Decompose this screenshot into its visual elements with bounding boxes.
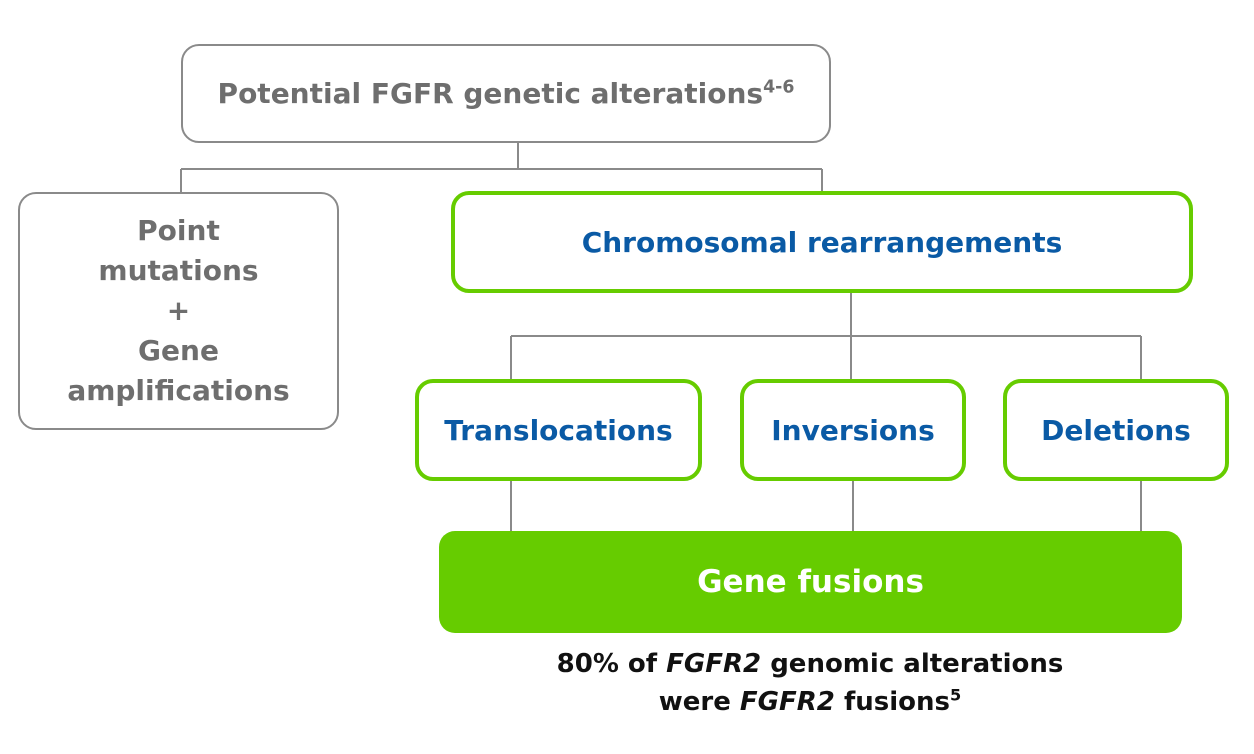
point-mutations-line-3: + [166, 294, 191, 327]
fusion-caption-line-1: 80% of FGFR2 genomic alterations [440, 645, 1180, 683]
inversions-node: Inversions [740, 379, 966, 481]
chromosomal-rearrangements-node: Chromosomal rearrangements [451, 191, 1193, 293]
caption-line-1-prefix: 80% of [556, 649, 667, 679]
translocations-label: Translocations [444, 413, 673, 447]
inversions-label: Inversions [771, 413, 935, 447]
root-node-label: Potential FGFR genetic alterations4-6 [218, 77, 795, 110]
root-node: Potential FGFR genetic alterations4-6 [181, 44, 831, 143]
point-mutations-node: Point mutations + Gene amplifications [18, 192, 339, 430]
caption-reference: 5 [950, 685, 962, 705]
point-mutations-line-4: Gene [138, 334, 219, 367]
caption-line-1-gene: FGFR2 [666, 649, 762, 679]
caption-line-2-gene: FGFR2 [739, 687, 835, 717]
gene-fusions-label: Gene fusions [697, 564, 924, 600]
caption-line-1-suffix: genomic alterations [761, 649, 1064, 679]
gene-fusions-node: Gene fusions [439, 531, 1182, 633]
translocations-node: Translocations [415, 379, 702, 481]
root-node-reference: 4-6 [763, 77, 795, 98]
fusion-caption-line-2: were FGFR2 fusions5 [440, 683, 1180, 721]
point-mutations-line-5: amplifications [67, 374, 290, 407]
caption-line-2-prefix: were [658, 687, 740, 717]
deletions-label: Deletions [1041, 413, 1191, 447]
caption-line-2-suffix: fusions [834, 687, 951, 717]
fusion-caption: 80% of FGFR2 genomic alterations were FG… [440, 645, 1180, 721]
chromosomal-rearrangements-label: Chromosomal rearrangements [581, 225, 1063, 259]
point-mutations-line-1: Point [137, 214, 220, 247]
point-mutations-text-block: Point mutations + Gene amplifications [67, 211, 289, 411]
deletions-node: Deletions [1003, 379, 1229, 481]
point-mutations-line-2: mutations [98, 254, 259, 287]
root-node-text: Potential FGFR genetic alterations [217, 77, 764, 110]
